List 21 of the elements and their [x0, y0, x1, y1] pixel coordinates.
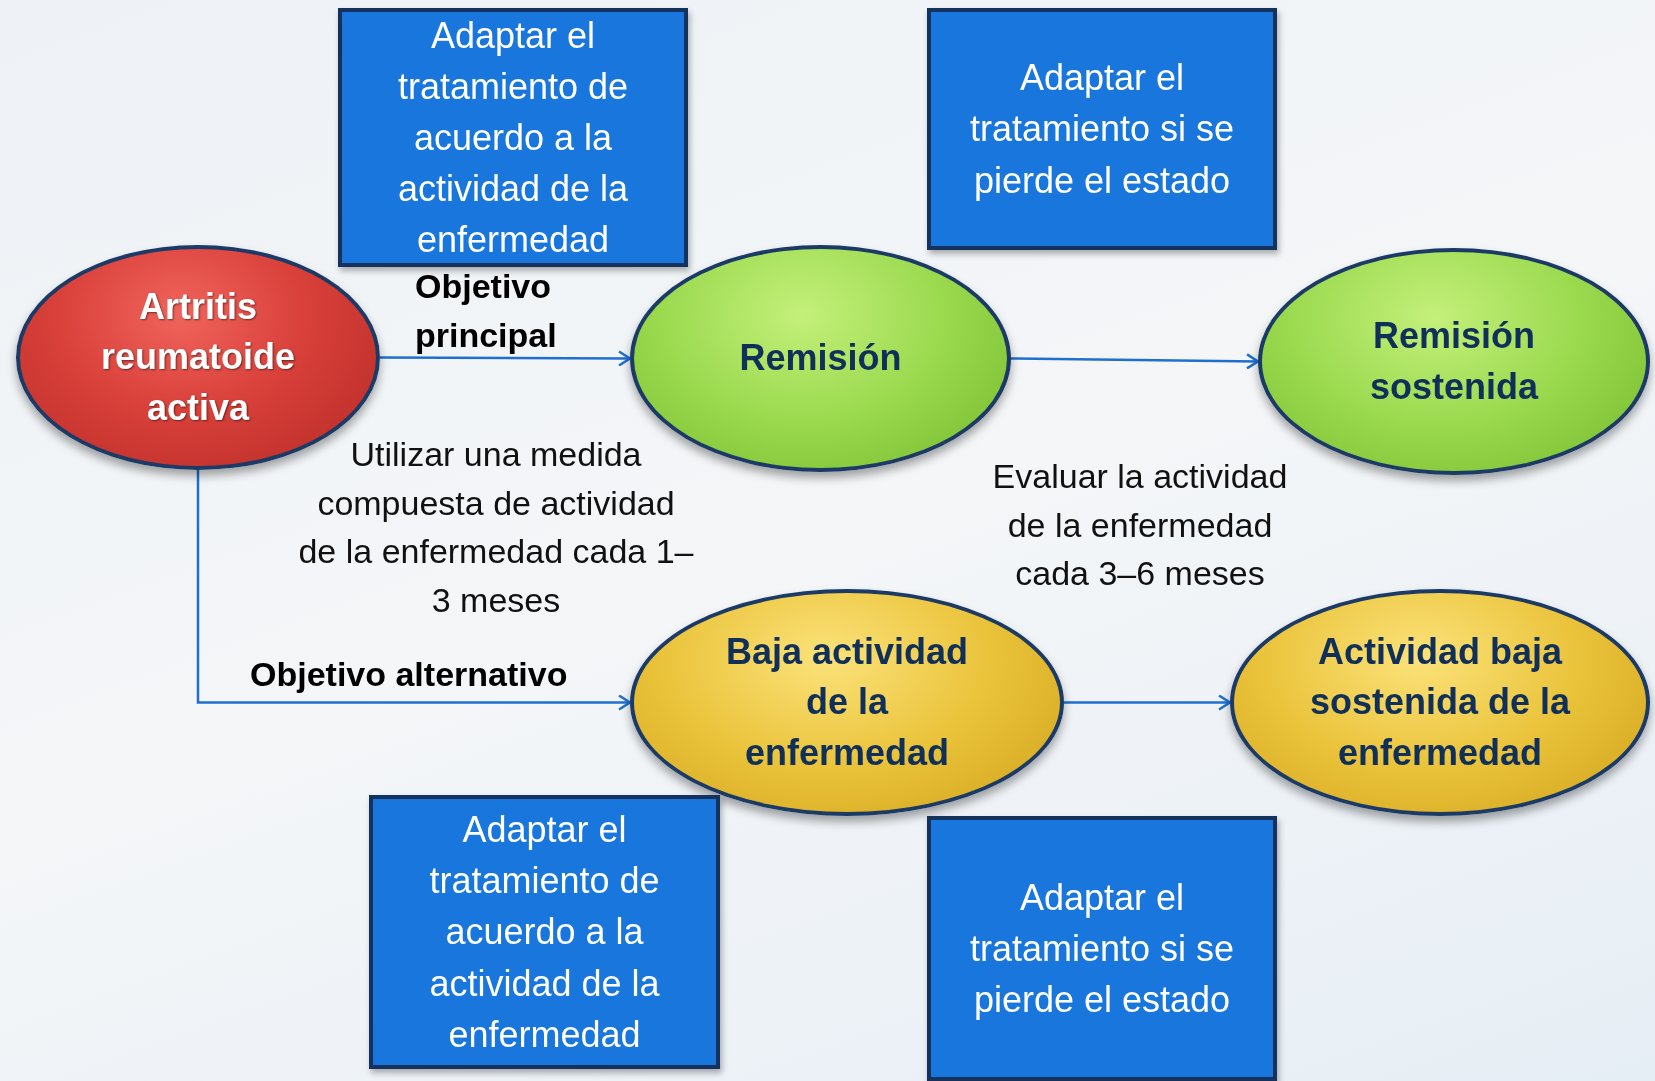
process-box	[369, 795, 720, 1069]
edge-label: Objetivo principal	[415, 266, 558, 357]
arrow	[1011, 353, 1260, 370]
process-box	[927, 8, 1277, 250]
box-text: Adaptar el tratamiento de acuerdo a la actividad de la enfermedad	[428, 808, 661, 1057]
process-box	[927, 816, 1277, 1081]
state-text: Artritis reumatoide activa	[99, 284, 296, 430]
arrow	[380, 350, 632, 367]
edge-label: Objetivo alternativo	[250, 654, 569, 695]
state-text: Baja actividad de la enfermedad	[724, 629, 970, 775]
state-text: Remisión	[738, 336, 903, 381]
arrow	[196, 470, 632, 711]
process-box	[338, 8, 688, 267]
box-text: Adaptar el tratamiento si se pierde el estado	[968, 56, 1236, 203]
arrow	[1064, 694, 1232, 711]
state-text: Actividad baja sostenida de la enfermedad	[1308, 629, 1572, 775]
box-text: Adaptar el tratamiento si se pierde el estado	[968, 875, 1236, 1023]
note-text: Evaluar la actividad de la enfermedad cada 3–6 meses	[991, 456, 1289, 595]
note-text: Utilizar una medida compuesta de actividad de la enfermedad cada 1–3 meses	[297, 434, 695, 621]
box-text: Adaptar el tratamiento de acuerdo a la actividad de la enfermedad	[396, 13, 630, 263]
state-text: Remisión sostenida	[1368, 314, 1540, 409]
